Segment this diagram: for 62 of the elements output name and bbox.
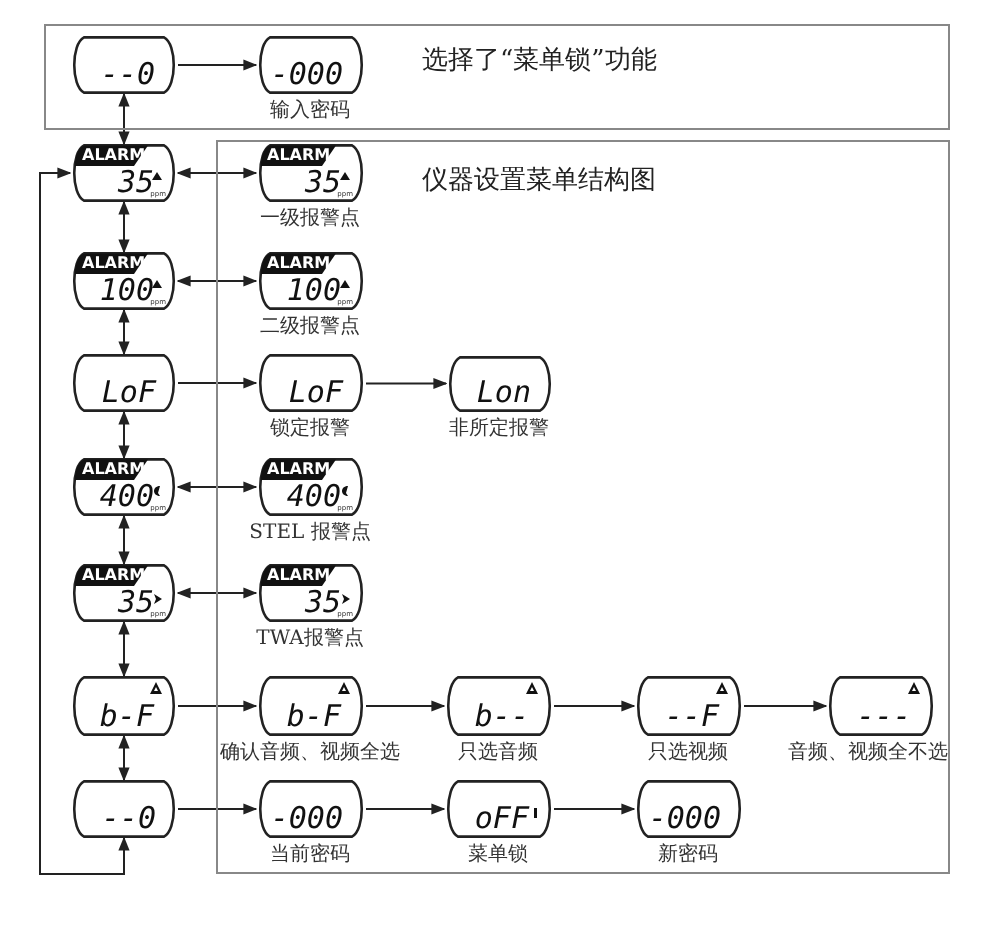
double-arrow [118,514,130,566]
double-arrow [176,587,258,599]
display-reading: --- [856,699,911,733]
double-arrow [118,734,130,782]
arrow [177,700,258,712]
panel-frame [216,140,950,874]
node-label: 只选视频 [648,741,728,763]
display-reading: LoF [288,375,343,409]
panel-title: 选择了“菜单锁”功能 [422,44,657,78]
display-reading: Lon [476,375,531,409]
arrow [553,803,636,815]
lcd-display [69,35,177,93]
arrow [177,377,258,389]
display-reading: -000 [270,57,343,91]
display-reading: -000 [648,801,721,835]
display-reading: b-- [474,699,529,733]
display-reading: --F [664,699,719,733]
double-arrow [118,308,130,356]
arrow [365,803,446,815]
lcd-display [70,676,178,736]
panel-title: 仪器设置菜单结构图 [422,164,656,198]
display-reading: LoF [101,376,156,410]
double-arrow [176,167,258,179]
node-label: 一级报警点 [260,207,360,229]
display-reading: -000 [270,801,343,835]
lcd-display [70,564,178,622]
panel-frame [44,24,950,130]
double-arrow [118,92,130,146]
node-label: 输入密码 [270,99,350,121]
lcd-display [70,458,178,516]
double-arrow [39,167,130,875]
double-arrow [176,275,258,287]
lcd-display [70,780,178,838]
display-reading: --0 [100,57,155,91]
arrow [177,803,258,815]
node-label: STEL 报警点 [249,521,371,543]
node-label: TWA报警点 [256,627,364,649]
double-arrow [176,481,258,493]
node-label: 确认音频、视频全选 [220,741,400,763]
display-reading: b-F [99,700,154,734]
arrow [553,700,636,712]
arrow [365,377,448,390]
double-arrow [118,410,130,460]
arrow [365,700,446,712]
node-label: 锁定报警 [270,417,350,439]
node-label: 音频、视频全不选 [788,741,948,763]
node-label: 菜单锁 [468,843,528,865]
lcd-display [70,144,178,202]
arrow [743,700,828,712]
display-reading: b-F [286,699,341,733]
lcd-display [70,354,178,412]
node-label: 新密码 [658,843,718,865]
display-reading: --0 [101,802,156,836]
node-label: 非所定报警 [449,417,549,439]
lcd-display [70,252,178,310]
double-arrow [118,200,130,254]
arrow [177,59,258,71]
node-label: 二级报警点 [260,315,360,337]
node-label: 当前密码 [270,843,350,865]
node-label: 只选音频 [458,741,538,763]
display-reading: oFF [474,801,529,835]
double-arrow [118,620,130,678]
